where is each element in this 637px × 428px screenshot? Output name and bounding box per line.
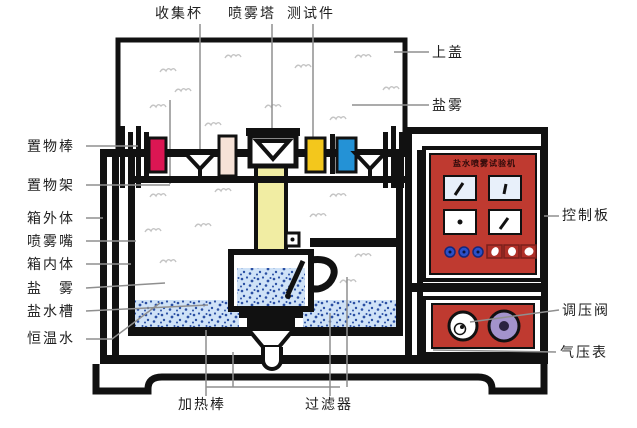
button-1-blob — [491, 247, 499, 256]
top-leader-lines — [169, 24, 314, 184]
cup-pedestal-top — [239, 309, 303, 318]
rack-post — [391, 126, 396, 188]
machine-base — [92, 364, 548, 395]
label-collection-cup: 收集杯 — [155, 5, 203, 21]
fog-squiggle — [339, 279, 357, 284]
spray-nozzle-dot — [290, 237, 295, 242]
knob-3-dot — [476, 250, 480, 254]
right-body-top — [405, 127, 548, 134]
knob-2-dot — [462, 250, 466, 254]
leader-constant-temp-water — [86, 302, 161, 340]
collection-cup-right — [350, 151, 390, 172]
label-control-panel: 控制板 — [562, 207, 610, 223]
machine-bottom — [100, 355, 548, 364]
label-salt-water-trough: 盐水槽 — [27, 303, 75, 319]
fog-squiggle — [144, 228, 162, 233]
regulator-box — [422, 296, 544, 356]
label-inner-box: 箱内体 — [27, 256, 75, 272]
panel-knobs[interactable] — [444, 246, 484, 258]
leader-pressure-regulator — [469, 309, 560, 323]
spray-tower-plate — [246, 128, 300, 136]
fog-squiggle — [159, 259, 177, 264]
rack-post — [330, 134, 335, 174]
cup-dip-tube-tip — [285, 293, 291, 299]
rack-post — [136, 126, 141, 188]
right-body-wall-left-2 — [417, 150, 423, 355]
leader-lines — [85, 51, 560, 396]
gauge-2 — [488, 175, 522, 201]
rack-post — [399, 132, 404, 188]
label-heater-rod: 加热棒 — [178, 396, 226, 412]
leader-air-pressure-gauge — [432, 349, 557, 353]
spray-tower-head — [246, 128, 300, 169]
collection-cup-left — [180, 151, 220, 172]
label-test-piece: 测试件 — [287, 5, 335, 21]
label-spray-tower: 喷雾塔 — [228, 5, 276, 21]
label-salt-fog-right: 盐雾 — [432, 97, 464, 113]
test-piece-pink — [217, 134, 238, 178]
test-piece-blue — [335, 136, 358, 174]
rack-post — [144, 132, 149, 182]
support-arm — [310, 238, 402, 247]
label-rack-shelf: 置物架 — [27, 177, 75, 193]
drain-funnel — [243, 327, 299, 349]
rack-post — [128, 132, 133, 188]
label-spray-nozzle: 喷雾嘴 — [27, 233, 75, 249]
fog-squiggle — [354, 253, 372, 258]
fog-squiggle — [329, 193, 347, 198]
label-filter: 过滤器 — [305, 396, 353, 412]
button-2-blob — [508, 247, 516, 256]
button-3-blob — [524, 247, 534, 256]
leader-salt-fog-left — [85, 282, 166, 289]
outer-wall-left — [100, 150, 107, 362]
pressure-regulator-dial-inner — [453, 322, 467, 336]
label-air-pressure-gauge: 气压表 — [560, 344, 608, 360]
gauge-4-needle — [498, 217, 510, 230]
air-pressure-gauge-center — [499, 321, 509, 331]
rack-post — [383, 132, 388, 188]
right-body-wall-right — [541, 127, 548, 355]
test-piece-yellow — [304, 136, 327, 174]
collection-cups — [180, 151, 390, 178]
fog-squiggle — [149, 193, 167, 198]
drain-tube — [261, 347, 283, 371]
cup-dip-tube — [285, 259, 306, 296]
gauge-2-needle — [502, 183, 508, 195]
knob-1-dot — [448, 250, 452, 254]
label-rack-rod: 置物棒 — [27, 138, 75, 154]
fog-squiggle — [194, 223, 212, 228]
salt-water-trough-right — [303, 300, 396, 327]
fog-squiggle — [309, 213, 327, 218]
label-outer-box: 箱外体 — [27, 210, 75, 226]
gauge-1-needle — [453, 182, 465, 196]
label-pressure-regulator: 调压阀 — [562, 302, 610, 318]
panel-buttons[interactable] — [486, 244, 537, 259]
right-body-separator — [405, 283, 548, 292]
fog-squiggle — [214, 188, 232, 193]
control-panel-title: 盐水喷雾试验机 — [453, 159, 516, 168]
gauge-3-needle — [457, 219, 463, 225]
filter-cup-assembly — [228, 249, 338, 327]
control-panel — [422, 146, 544, 282]
label-top-cover: 上盖 — [432, 44, 464, 60]
cup-pedestal-bottom — [247, 318, 295, 327]
test-piece-red — [147, 136, 168, 174]
rack-shelf-bar — [130, 176, 406, 183]
spray-tower-funnel — [252, 139, 294, 163]
salt-water-trough-left — [135, 300, 239, 327]
label-constant-temp-water: 恒温水 — [27, 330, 75, 346]
pressure-regulator-dial-dot — [460, 325, 464, 329]
right-body-wall-left — [405, 127, 412, 355]
cup-handle-pipe — [309, 256, 338, 293]
rack-post — [120, 126, 125, 188]
inner-wall-left — [128, 157, 135, 333]
leader-salt-water-trough — [85, 304, 209, 312]
outer-wall-left-2 — [112, 150, 119, 362]
label-salt-fog-left: 盐 雾 — [27, 280, 75, 296]
